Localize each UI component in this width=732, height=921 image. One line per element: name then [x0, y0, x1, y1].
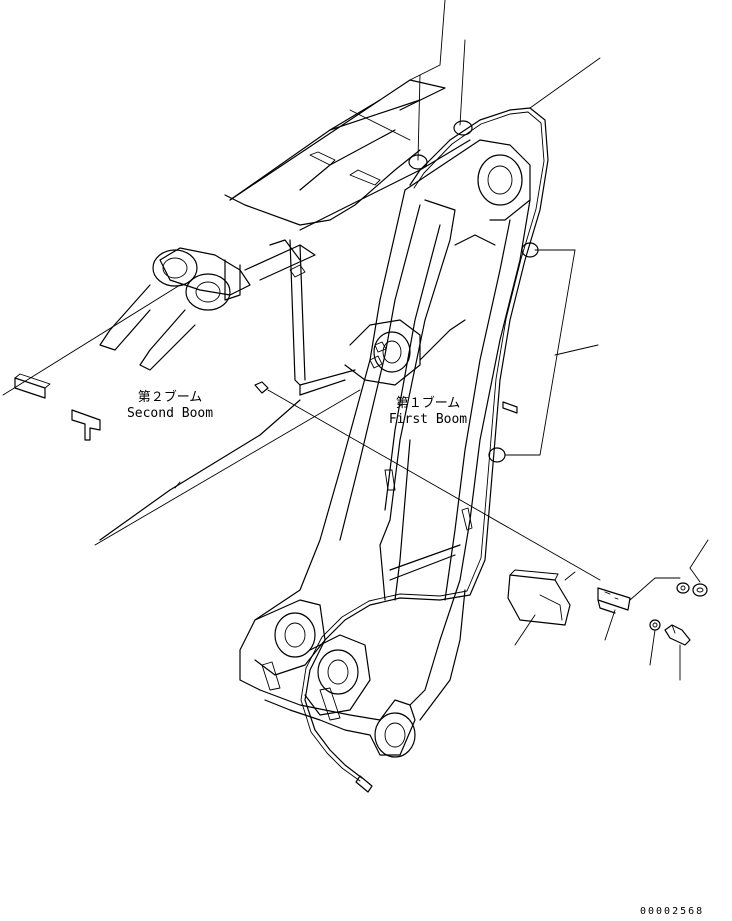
washer — [649, 619, 661, 631]
clamp-leaders — [409, 0, 601, 456]
lamp-leaders — [514, 539, 709, 681]
second-boom-label-jp: 第２ブーム — [137, 390, 203, 405]
leader-line — [2, 284, 181, 396]
bolt — [664, 624, 691, 646]
small-clip — [254, 381, 601, 581]
first-boom-label: 第１ブーム First Boom — [378, 396, 478, 428]
lamp-bracket — [597, 587, 631, 614]
leader-line — [94, 389, 361, 546]
first-boom-label-en: First Boom — [388, 412, 468, 427]
second-boom — [99, 79, 471, 386]
first-boom-label-jp: 第１ブーム — [395, 396, 461, 411]
work-lamp — [507, 569, 576, 626]
bracket-part-left — [14, 373, 101, 441]
second-boom-label: 第２ブーム Second Boom — [115, 390, 225, 422]
second-boom-label-en: Second Boom — [126, 406, 214, 421]
first-boom — [99, 139, 531, 758]
drawing-number: 00002568 — [640, 906, 705, 917]
nut-and-washer — [676, 582, 708, 597]
